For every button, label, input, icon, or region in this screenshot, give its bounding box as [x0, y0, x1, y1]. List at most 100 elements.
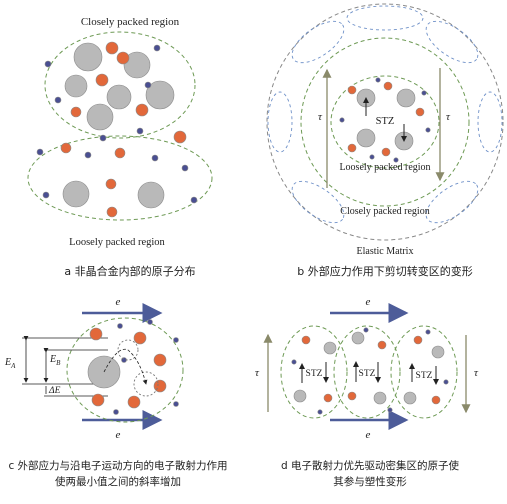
stz-region-2	[333, 325, 401, 419]
atoms-loosely-packed	[36, 142, 198, 218]
atom-medium	[415, 107, 425, 117]
atom-small	[181, 164, 189, 172]
atom-small	[42, 191, 50, 199]
atom-small	[375, 77, 381, 83]
close-region-label: Closely packed region	[340, 206, 429, 217]
e-bottom-label-d: e	[366, 429, 371, 441]
atom-small	[44, 60, 52, 68]
atom-small	[387, 407, 393, 413]
atom-small	[144, 81, 152, 89]
atom-large	[351, 331, 365, 345]
closely-packed-boundary	[44, 31, 196, 139]
loose-region-label: Loosely packed region	[339, 162, 430, 173]
stz2-label: STZ	[359, 369, 376, 379]
e-top-label-d: e	[366, 296, 371, 308]
region-boundary-c	[66, 317, 184, 423]
atom-small	[84, 151, 92, 159]
atom-large	[62, 180, 90, 208]
blob	[425, 180, 479, 224]
tau-right-label-d: τ	[474, 367, 479, 379]
atom-medium	[153, 379, 167, 393]
atom-large	[73, 42, 103, 72]
ghost-atom-2	[133, 371, 159, 397]
atom-small	[291, 359, 297, 365]
atom-large	[293, 389, 307, 403]
atom-medium	[377, 340, 387, 350]
atom-medium	[347, 85, 357, 95]
stz-region-1	[280, 325, 348, 419]
atom-large	[323, 341, 337, 355]
eb-label-sub: B	[56, 359, 61, 367]
atom-medium	[116, 51, 130, 65]
atoms-c	[87, 319, 179, 415]
stz-region-3	[390, 325, 458, 419]
atom-medium	[114, 147, 126, 159]
atom-medium	[431, 395, 441, 405]
outer-boundary	[266, 3, 504, 241]
atom-large	[64, 74, 88, 98]
caption-b: b 外部应力作用下剪切转变区的变形	[297, 264, 472, 278]
atom-medium	[127, 395, 141, 409]
atom-small	[425, 329, 431, 335]
atom-small	[99, 134, 107, 142]
atom-medium	[383, 81, 393, 91]
stz3-label: STZ	[416, 371, 433, 381]
eb-label-main: E	[49, 354, 56, 365]
e-bottom-label: e	[116, 429, 121, 441]
blob	[291, 180, 345, 224]
atom-medium	[89, 327, 103, 341]
atom-small	[36, 148, 44, 156]
panel-c: e e EA EB ΔE	[4, 296, 228, 488]
loosely-packed-label: Loosely packed region	[69, 237, 165, 248]
atom-medium	[301, 335, 311, 345]
ea-label-main: E	[4, 357, 11, 368]
atom-large	[106, 84, 132, 110]
atom-large	[123, 51, 151, 79]
panel-a: Closely packed region	[27, 16, 213, 278]
atom-small	[393, 157, 399, 163]
panel-d: e e τ τ	[255, 296, 479, 488]
middle-boundary	[300, 37, 470, 207]
caption-d-line1: d 电子散射力优先驱动密集区的原子使	[281, 459, 460, 472]
atom-medium	[173, 130, 187, 144]
tau-left-label: τ	[318, 111, 323, 123]
atom-small	[369, 154, 375, 160]
caption-c-line1: c 外部应力与沿电子运动方向的电子散射力作用	[8, 459, 227, 472]
atom-medium	[347, 391, 357, 401]
blob	[291, 20, 345, 64]
stz-label: STZ	[376, 116, 395, 127]
displacement-path	[103, 348, 148, 385]
ea-label: EA	[4, 357, 16, 370]
atom-small	[317, 409, 323, 415]
atom-small	[153, 44, 161, 52]
atom-small	[173, 401, 179, 407]
atom-large	[403, 391, 417, 405]
atom-medium	[60, 142, 72, 154]
atom-small	[136, 127, 144, 135]
ea-label-sub: A	[10, 362, 16, 370]
atom-small	[421, 90, 427, 96]
caption-d-line2: 其参与塑性变形	[333, 475, 407, 488]
atom-large	[431, 345, 445, 359]
loosely-packed-boundary	[27, 135, 213, 221]
panel-b: τ τ STZ Loosely packed region Closely pa…	[266, 3, 504, 278]
atom-small	[117, 323, 123, 329]
eb-label: EB	[49, 354, 61, 367]
atom-large	[86, 103, 114, 131]
atom-small	[147, 319, 153, 325]
blob	[346, 5, 424, 31]
e-top-label: e	[116, 296, 121, 308]
atom-medium	[105, 178, 117, 190]
atom-small	[363, 327, 369, 333]
atom-medium	[91, 393, 105, 407]
atom-medium	[153, 353, 167, 367]
atom-medium	[105, 41, 119, 55]
atom-medium	[135, 103, 149, 117]
atom-medium	[347, 143, 357, 153]
atom-small	[443, 379, 449, 385]
atom-medium	[323, 393, 333, 403]
atom-medium	[95, 73, 109, 87]
blob	[477, 91, 503, 153]
tau-left-label-d: τ	[255, 367, 260, 379]
atom-small	[173, 337, 179, 343]
